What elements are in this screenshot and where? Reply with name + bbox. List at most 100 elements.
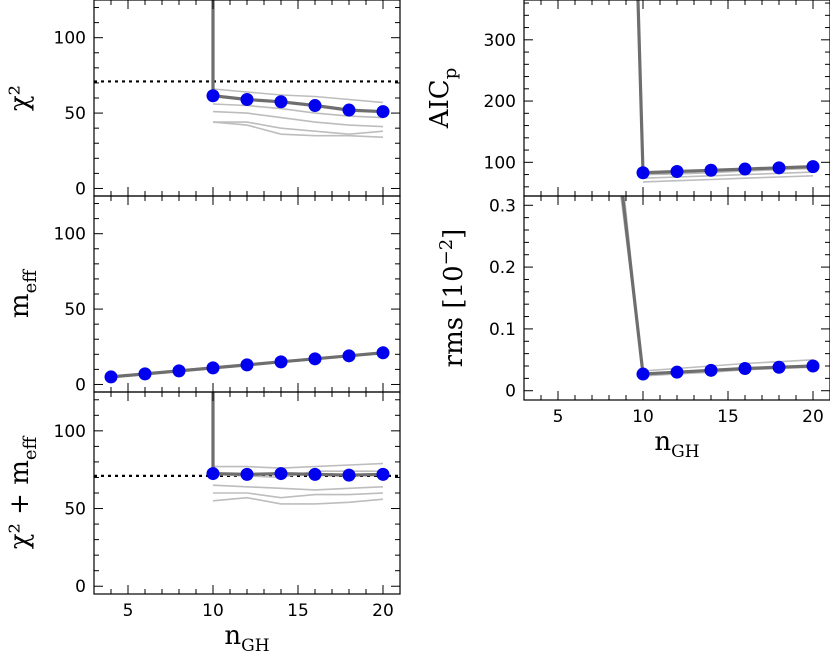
chi2_meff-point-4 [342, 468, 356, 482]
chi2-ylabel: χ² [5, 85, 35, 111]
rms-xlabel-main: n [654, 427, 671, 457]
chi2_meff-series-0-line [213, 462, 384, 469]
rms-ytick-label: 0 [505, 382, 516, 402]
aicp-point-4 [772, 161, 786, 175]
aicp-point-1 [670, 165, 684, 178]
aicp-ylabel-sub: p [440, 68, 461, 80]
rms-series-0-line [620, 196, 814, 372]
rms-point-2 [704, 363, 718, 377]
rms-ytick-label: 0.1 [489, 320, 516, 340]
rms-ytick-label: 0.3 [489, 196, 516, 216]
chi2_meff-plot-area [94, 392, 400, 505]
rms-point-5 [806, 359, 820, 373]
meff-point-7 [342, 349, 356, 363]
rms-point-1 [670, 365, 684, 379]
chi2_meff-ytick-label: 50 [64, 500, 86, 520]
rms-ylabel-sup: −2 [436, 239, 457, 266]
chi2-point-5 [376, 105, 390, 119]
aicp-ytick-label: 300 [484, 31, 516, 51]
rms-point-0 [636, 367, 650, 381]
chi2-series-4-line [212, 110, 384, 128]
aicp-point-0 [636, 166, 650, 180]
rms-series-1-line [623, 196, 814, 377]
rms-series-2-line [621, 196, 814, 376]
chi2_meff-point-2 [274, 467, 288, 481]
aicp-plot-area [636, 0, 820, 183]
aicp-ytick-label: 200 [484, 92, 516, 112]
chi2_meff-series-2-line [212, 484, 384, 491]
meff-point-5 [274, 355, 288, 369]
rms-point-3 [738, 361, 752, 375]
aicp-point-2 [704, 163, 718, 177]
rms-point-4 [772, 360, 786, 374]
chi2-ylabel-main: χ² [5, 85, 35, 111]
meff-point-4 [240, 358, 254, 372]
rms-plot-area [620, 196, 820, 381]
chi2_meff-xlabel: nGH [224, 621, 269, 653]
chi2_meff-ylabel-sub: eff [20, 435, 41, 460]
rms-ylabel-main: rms [10 [439, 265, 469, 367]
chi2-plot-area [94, 0, 400, 138]
meff-point-6 [308, 352, 322, 366]
meff-ytick-label: 50 [64, 300, 86, 320]
rms-xtick-label: 5 [553, 407, 564, 427]
chi2_meff-xtick-label: 10 [202, 601, 224, 621]
meff-point-0 [104, 370, 118, 384]
aicp-ytick-label: 100 [484, 153, 516, 173]
chi2-point-0 [206, 89, 220, 103]
rms-ytick-label: 0.2 [489, 258, 516, 278]
chi2_meff-point-3 [308, 467, 322, 481]
panel-rms: 5 10 15 20 0 0.1 0.2 0.3 rms [10−2] nGH [436, 195, 830, 462]
chi2_meff-xtick-label: 5 [123, 601, 134, 621]
rms-xtick-label: 20 [802, 407, 824, 427]
meff-point-2 [172, 364, 186, 378]
meff-point-8 [376, 346, 390, 360]
chi2_meff-xlabel-main: n [224, 621, 241, 651]
chi2-point-3 [308, 99, 322, 113]
rms-ylabel: rms [10−2] [436, 229, 469, 368]
rms-xlabel: nGH [654, 427, 699, 462]
aicp-series-2-line [642, 175, 814, 183]
panel-chi2_meff: 5 10 15 20 0 50 100 χ² + meff nGH [5, 391, 401, 653]
chi2-point-1 [240, 93, 254, 107]
chi2_meff-xtick-label: 15 [287, 601, 309, 621]
chi2_meff-xlabel-sub: GH [241, 636, 269, 653]
meff-ylabel: meff [5, 269, 41, 318]
chi2_meff-series-4-line [212, 496, 384, 505]
chi2-series-5-line [213, 121, 384, 136]
panel-meff: 0 50 100 meff [5, 195, 401, 395]
chi2_meff-ytick-label: 0 [75, 577, 86, 597]
aicp-point-3 [738, 162, 752, 176]
chi2-point-4 [342, 103, 356, 117]
chi2-ytick-label: 0 [75, 179, 86, 199]
chi2-ytick-label: 100 [54, 29, 86, 49]
chi2-ytick-label: 50 [64, 104, 86, 124]
meff-point-3 [206, 361, 220, 375]
chi2-series-6-line [212, 121, 384, 138]
rms-xlabel-sub: GH [671, 442, 699, 462]
aicp-ylabel: AICp [425, 68, 461, 129]
aicp-series-1-line [642, 171, 814, 179]
meff-ytick-label: 100 [54, 225, 86, 245]
chi2-series-3-line [212, 103, 384, 119]
meff-ylabel-sub: eff [20, 269, 41, 294]
chi2-series-1-line [211, 0, 384, 114]
rms-xtick-label: 15 [717, 407, 739, 427]
chi2_meff-series-3-line [213, 492, 384, 499]
aicp-ylabel-main: AIC [425, 79, 455, 129]
chi2_meff-point-5 [376, 467, 390, 481]
meff-ytick-label: 0 [75, 375, 86, 395]
chi2_meff-ylabel-main: χ² + m [5, 460, 35, 549]
meff-point-1 [138, 367, 152, 381]
chi2-series-2-line [212, 88, 384, 104]
meff-plot-area [104, 346, 390, 384]
rms-ylabel-end: ] [439, 229, 469, 239]
chi2_meff-xtick-label: 20 [372, 601, 394, 621]
meff-ylabel-main: m [5, 293, 35, 318]
chi2_meff-ytick-label: 100 [54, 422, 86, 442]
chi2_meff-ylabel: χ² + meff [5, 435, 41, 549]
aicp-point-5 [806, 160, 820, 174]
rms-xtick-label: 10 [632, 407, 654, 427]
